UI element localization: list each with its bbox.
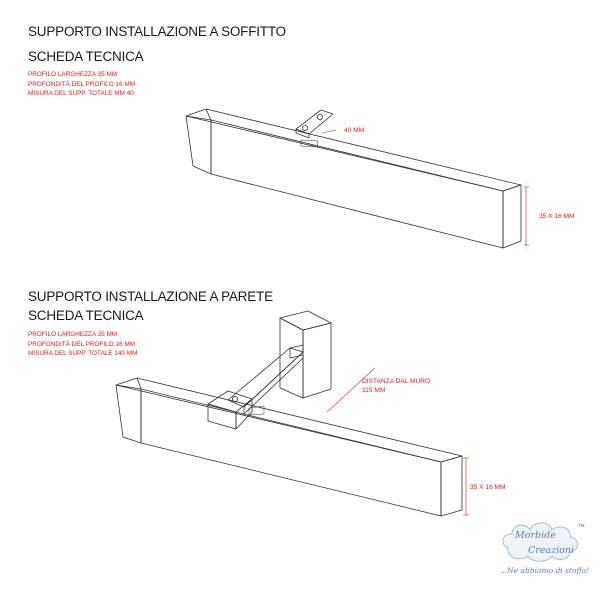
logo-cloud-icon [502,522,578,562]
ceiling-bracket-dimension-line [321,129,337,134]
wall-distance-value: 115 MM [362,386,386,394]
ceiling-title: SUPPORTO INSTALLAZIONE A SOFFITTO [28,24,286,39]
ceiling-bracket-plate [295,109,334,135]
ceiling-profile-right-face [502,184,522,249]
dimension-lines [321,129,529,516]
ceiling-profile-end-cap [185,115,212,175]
wall-bracket-head-top [207,390,253,413]
wall-title: SUPPORTO INSTALLAZIONE A PARETE [28,289,273,304]
logo-trademark: TM [578,523,585,528]
wall-profile-dimension: 35 X 16 MM [470,484,506,491]
wall-spec-depth: PROFONDITÀ DEL PROFILO 16 MM [28,340,135,348]
wall-bracket-hole [231,395,238,402]
wall-bracket-head [207,390,265,430]
ceiling-bracket-clip [300,139,319,148]
ceiling-bracket-hole-1 [301,125,308,132]
logo-line-1: Morbide [515,530,556,541]
wall-spec-width: PROFILO LARGHEZZA 35 MM [28,331,118,338]
wall-spec-total: MISURA DEL SUPP. TOTALE 140 MM [28,350,138,358]
ceiling-profile-front-face [210,119,504,249]
ceiling-bracket-hole-2 [316,114,323,121]
wall-profile-front-face [140,388,442,517]
ceiling-subtitle: SCHEDA TECNICA [28,49,144,64]
logo-tagline: ...Ne abbiamo di stoffa! [500,566,590,575]
ceiling-spec-width: PROFILO LARGHEZZA 35 MM [28,71,118,78]
ceiling-profile-dimension: 35 X 16 MM [539,213,575,220]
wall-arm-side [243,351,304,415]
ceiling-profile-top-face [185,108,522,192]
wall-plate-front [302,322,332,399]
wall-profile-right-face [440,455,463,517]
ceiling-profile [185,108,522,249]
wall-arm-top [227,347,304,408]
ceiling-bracket-dimension: 40 MM [344,127,365,134]
wall-plate-top [279,310,332,331]
wall-spec-list: PROFILO LARGHEZZA 35 MM PROFONDITÀ DEL P… [28,330,137,359]
wall-subtitle: SCHEDA TECNICA [28,308,144,323]
wall-mount-plate [279,310,332,399]
wall-distance-dimension-line [326,367,376,413]
wall-profile [115,377,463,517]
wall-profile-end-cap [115,384,142,444]
ceiling-spec-total: MISURA DEL SUPP. TOTALE MM 40 [28,90,134,98]
wall-distance-label: DISTANZA DAL MURO 115 MM [362,378,430,395]
ceiling-spec-list: PROFILO LARGHEZZA 35 MM PROFONDITÀ DEL P… [28,70,135,99]
ceiling-bracket [295,109,334,148]
ceiling-spec-depth: PROFONDITÀ DEL PROFILO 16 MM [28,80,135,88]
logo-line-2: Creazioni [528,545,575,556]
wall-arm [227,344,304,415]
wall-distance-text: DISTANZA DAL MURO [362,378,431,385]
